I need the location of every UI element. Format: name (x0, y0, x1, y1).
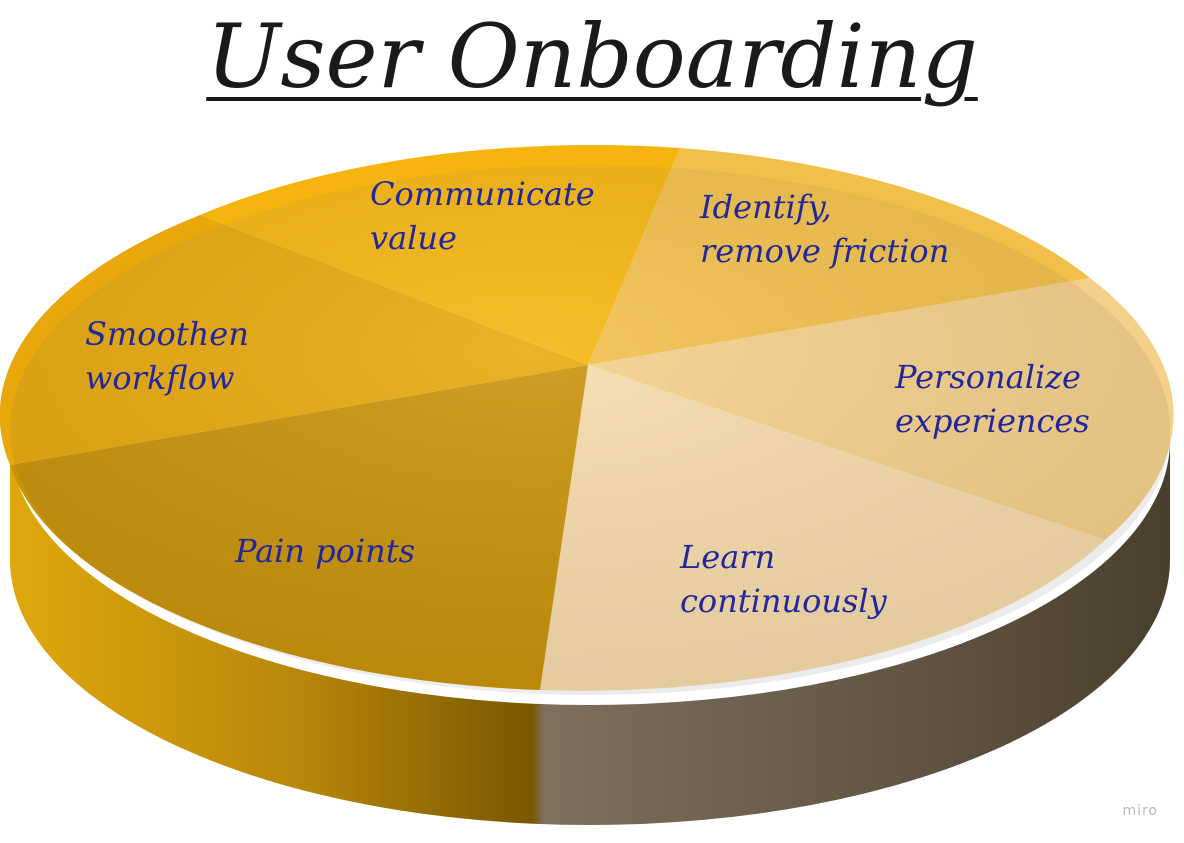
miro-watermark: miro (1122, 803, 1158, 819)
slice-label-pain-points: Pain points (234, 532, 415, 570)
pie-top-shading (10, 165, 1170, 695)
page-title: User Onboarding (206, 5, 978, 108)
slice-label-identify-remove-friction: Identify,remove friction (699, 188, 949, 270)
pie-rim (10, 440, 1170, 825)
